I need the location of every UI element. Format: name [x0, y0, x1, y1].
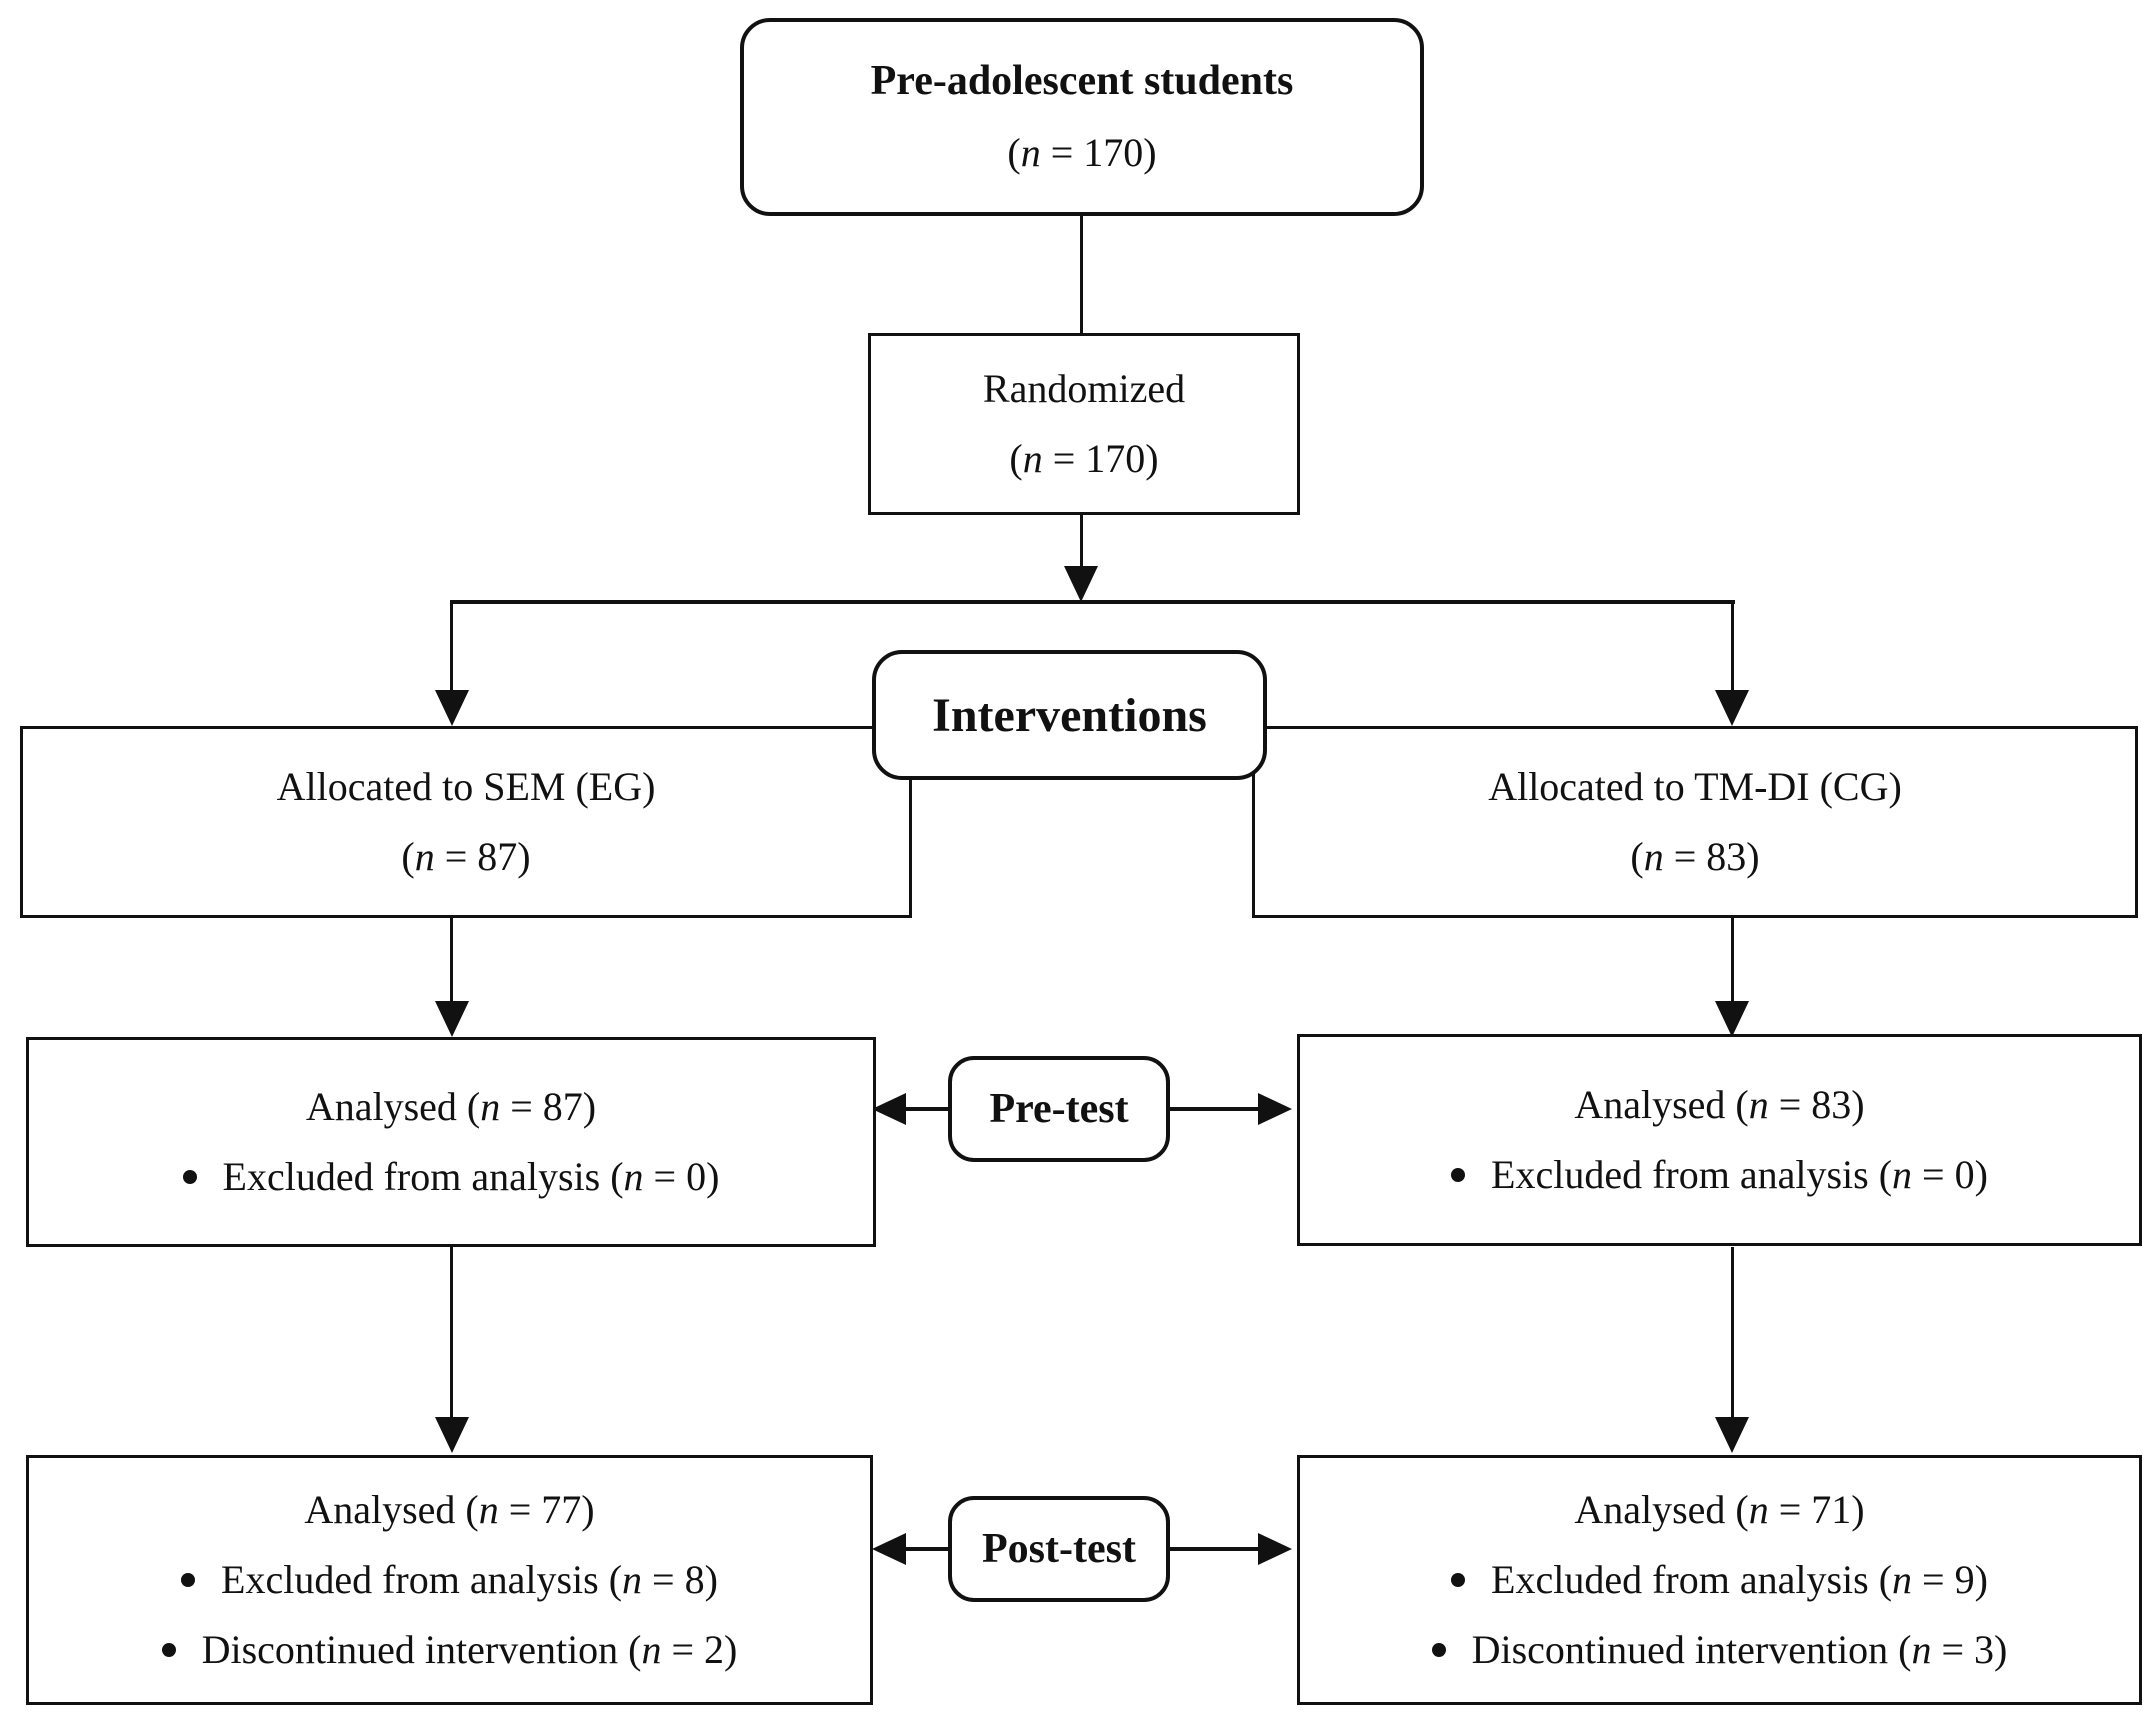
- bullet-dot: [181, 1573, 196, 1587]
- pretest-left-analysed: Analysed (n = 87): [305, 1084, 597, 1129]
- allocation-right-n: (n = 83): [1630, 834, 1760, 879]
- posttest-right-analysed: Analysed (n = 71): [1574, 1487, 1865, 1532]
- pretest-right-excluded: Excluded from analysis (n = 0): [1491, 1152, 1988, 1197]
- pretest-left-excluded: Excluded from analysis (n = 0): [222, 1154, 720, 1199]
- posttest-left-bullet: Discontinued intervention (n = 2): [161, 1615, 738, 1685]
- pretest-pill: Pre-test: [948, 1056, 1170, 1162]
- interventions-box: Interventions: [872, 650, 1267, 780]
- enrollment-title: Pre-adolescent students: [870, 58, 1294, 105]
- posttest-pill: Post-test: [948, 1496, 1170, 1602]
- arrowhead-pretest-pill-left: [872, 1093, 906, 1125]
- arrowhead-posttest-pill-left: [872, 1533, 906, 1565]
- connector-randomized-branch: [1080, 515, 1083, 568]
- connector-pretest-pill-left: [900, 1107, 950, 1111]
- bullet-dot: [161, 1643, 176, 1657]
- bullet-dot: [1451, 1168, 1466, 1182]
- arrowhead-posttest-pill-right: [1258, 1533, 1292, 1565]
- enrollment-n: (n = 170): [1007, 129, 1157, 175]
- arrowhead-pretest-right: [1715, 1001, 1749, 1037]
- pretest-label: Pre-test: [989, 1086, 1129, 1132]
- connector-posttest-pill-left: [900, 1547, 950, 1551]
- arrowhead-alloc-right: [1715, 690, 1749, 726]
- connector-branch-alloc-left: [450, 602, 453, 692]
- pretest-right-box: Analysed (n = 83) Excluded from analysis…: [1297, 1034, 2142, 1246]
- arrowhead-pretest-left: [435, 1001, 469, 1037]
- posttest-left-box: Analysed (n = 77) Excluded from analysis…: [26, 1455, 873, 1705]
- connector-enrollment-randomized: [1080, 216, 1083, 333]
- connector-posttest-pill-right: [1170, 1547, 1265, 1551]
- allocation-right-label: Allocated to TM-DI (CG): [1488, 764, 1902, 809]
- pretest-right-bullet: Excluded from analysis (n = 0): [1451, 1140, 1988, 1210]
- bullet-dot: [182, 1170, 197, 1184]
- branch-line: [450, 600, 1735, 604]
- bullet-dot: [1451, 1573, 1466, 1587]
- connector-branch-alloc-right: [1731, 602, 1734, 692]
- connector-pretest-posttest-right: [1731, 1247, 1734, 1419]
- posttest-right-box: Analysed (n = 71) Excluded from analysis…: [1297, 1455, 2142, 1705]
- arrowhead-alloc-left: [435, 690, 469, 726]
- posttest-right-bullet: Excluded from analysis (n = 9): [1451, 1545, 1988, 1615]
- pretest-left-bullet: Excluded from analysis (n = 0): [182, 1142, 720, 1212]
- connector-pretest-pill-right: [1170, 1107, 1265, 1111]
- interventions-label: Interventions: [932, 688, 1207, 742]
- posttest-left-bullet: Excluded from analysis (n = 8): [181, 1545, 718, 1615]
- pretest-right-analysed: Analysed (n = 83): [1574, 1082, 1865, 1127]
- posttest-right-excluded: Excluded from analysis (n = 9): [1491, 1557, 1988, 1602]
- arrowhead-posttest-left: [435, 1417, 469, 1453]
- randomized-box: Randomized (n = 170): [868, 333, 1300, 515]
- randomized-n: (n = 170): [1009, 436, 1159, 481]
- connector-pretest-posttest-left: [450, 1247, 453, 1419]
- allocation-left-n: (n = 87): [401, 834, 531, 879]
- enrollment-box: Pre-adolescent students (n = 170): [740, 18, 1424, 216]
- pretest-left-box: Analysed (n = 87) Excluded from analysis…: [26, 1037, 876, 1247]
- allocation-right-box: Allocated to TM-DI (CG) (n = 83): [1252, 726, 2138, 918]
- connector-alloc-pretest-left: [450, 918, 453, 1003]
- posttest-right-bullet: Discontinued intervention (n = 3): [1431, 1615, 2008, 1685]
- posttest-left-discontinued: Discontinued intervention (n = 2): [201, 1627, 738, 1672]
- posttest-left-excluded: Excluded from analysis (n = 8): [221, 1557, 718, 1602]
- randomized-label: Randomized: [982, 366, 1186, 411]
- posttest-label: Post-test: [982, 1526, 1136, 1572]
- arrowhead-randomized-branch: [1064, 566, 1098, 602]
- posttest-left-analysed: Analysed (n = 77): [304, 1487, 595, 1532]
- posttest-right-discontinued: Discontinued intervention (n = 3): [1471, 1627, 2008, 1672]
- bullet-dot: [1431, 1643, 1446, 1657]
- arrowhead-posttest-right: [1715, 1417, 1749, 1453]
- connector-alloc-pretest-right: [1731, 918, 1734, 1003]
- allocation-left-box: Allocated to SEM (EG) (n = 87): [20, 726, 912, 918]
- arrowhead-pretest-pill-right: [1258, 1093, 1292, 1125]
- allocation-left-label: Allocated to SEM (EG): [276, 764, 656, 809]
